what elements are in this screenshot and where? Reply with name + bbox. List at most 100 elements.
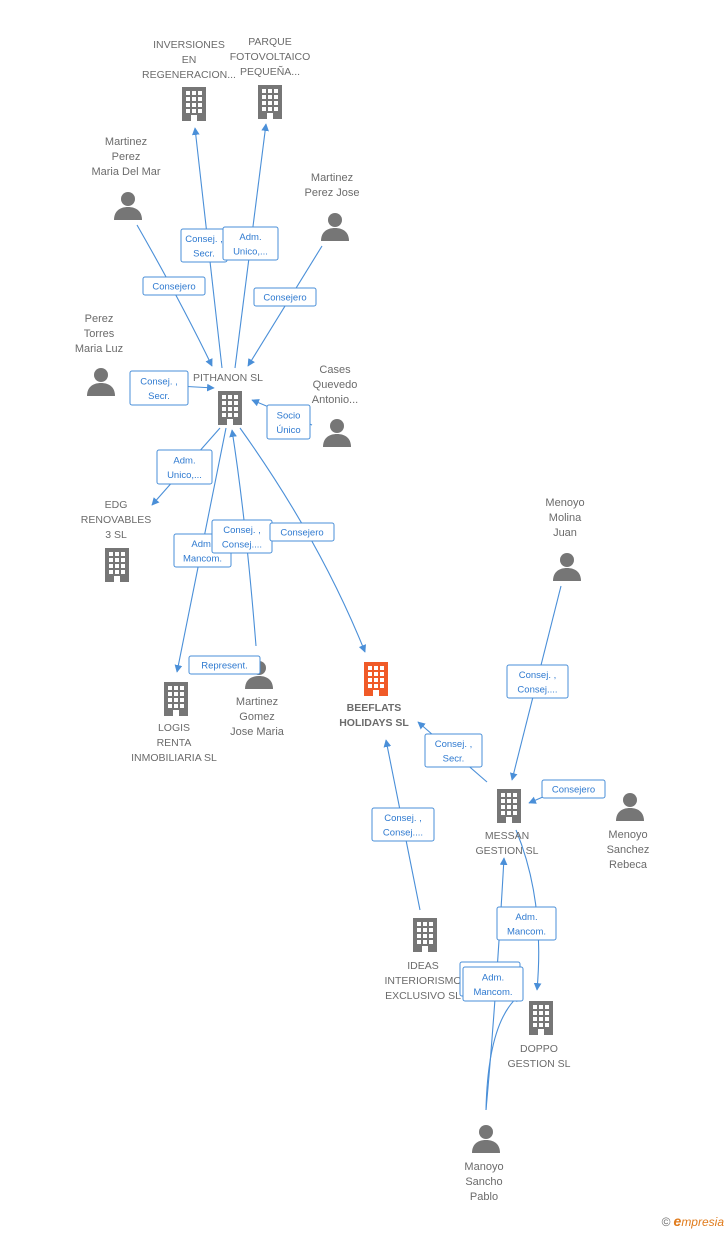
person-icon [472, 1125, 500, 1153]
node-label: Rebeca [609, 859, 648, 871]
node-label: EDG [105, 499, 128, 511]
edge-label-messan-to-beeflats[interactable]: Consej. ,Secr. [424, 733, 483, 768]
edge-label-mg_jose-to-pithanon[interactable]: Consej. ,Consej.... [211, 519, 273, 554]
node-pithanon[interactable]: PITHANON SL [193, 372, 263, 425]
node-label: Maria Del Mar [91, 166, 160, 178]
edge-label-box [424, 733, 483, 768]
node-label: PEQUEÑA... [240, 65, 300, 78]
edge-label-text: Adm. [173, 455, 195, 466]
edge-label-mp_maria-to-pithanon[interactable]: Consejero [142, 276, 206, 296]
edge-label-box [129, 370, 189, 406]
edge-label-box [253, 287, 317, 307]
node-label: Quevedo [313, 379, 358, 391]
main-company-icon [364, 662, 388, 696]
node-label: INMOBILIARIA SL [131, 752, 217, 764]
edge-label-text: Único [276, 425, 300, 436]
node-label: Sancho [465, 1176, 502, 1188]
edge-label-pithanon-to-parque[interactable]: Adm.Unico,... [222, 226, 279, 261]
edge-label-text: Socio [277, 410, 301, 421]
edge-label-pithanon-to-edg[interactable]: Adm.Unico,... [156, 449, 213, 485]
edge-label-mg_jose-to-logis[interactable]: Represent. [188, 655, 261, 675]
edge-label-manoyo-to-doppo[interactable]: Adm.Mancom. [462, 966, 524, 1002]
node-label: Pablo [470, 1191, 498, 1203]
edge-label-box [188, 655, 261, 675]
node-label: Martinez [311, 172, 353, 184]
node-label: Perez Jose [304, 187, 359, 199]
node-label: MESSAN [485, 830, 529, 842]
node-label: Torres [84, 328, 115, 340]
edge-label-text: Consej. , [384, 813, 422, 824]
node-label: Menoyo [608, 829, 647, 841]
node-messan[interactable]: MESSAN GESTION SL [475, 789, 539, 857]
edge-label-pithanon-to-inversiones[interactable]: Consej. ,Secr. [180, 228, 228, 263]
edge-manoyo-to-doppo [485, 994, 521, 1111]
node-label: Sanchez [607, 844, 650, 856]
node-label: Martinez [105, 136, 147, 148]
edge-label-menoyo_rebeca-to-messan[interactable]: Consejero [541, 779, 606, 799]
brand-initial: e [673, 1213, 682, 1229]
node-label: IDEAS [407, 960, 439, 972]
nodes: INVERSIONES EN REGENERACION...PARQUEFOTOVO… [75, 36, 650, 1203]
building-icon [529, 1001, 553, 1035]
copyright-icon: © [661, 1215, 671, 1229]
edge-label-pithanon-to-beeflats[interactable]: Consejero [269, 522, 335, 542]
node-label: Perez [85, 313, 114, 325]
node-label: BEEFLATS [347, 702, 402, 714]
node-label: Gomez [239, 711, 274, 723]
edge-label-text: Consejero [280, 528, 323, 539]
building-icon [105, 548, 129, 582]
edge-label-text: Consej.... [222, 539, 262, 550]
edge-label-perez_torres-to-pithanon[interactable]: Consej. ,Secr. [129, 370, 189, 406]
edge-label-box [496, 906, 557, 941]
node-inversiones[interactable]: INVERSIONES EN REGENERACION... [142, 39, 236, 121]
person-icon [87, 368, 115, 396]
node-label: GESTION SL [475, 845, 538, 857]
edge-label-text: Consej. , [185, 234, 223, 245]
node-parque[interactable]: PARQUEFOTOVOLTAICOPEQUEÑA... [230, 36, 311, 119]
edge-labels: Consej. ,Secr.Adm.Unico,...ConsejeroCons… [129, 226, 606, 1002]
node-label: EN [182, 54, 197, 66]
edge-label-box [266, 404, 311, 440]
node-label: Martinez [236, 696, 278, 708]
edge-messan-to-doppo [515, 829, 542, 991]
brand-name: mpresia [681, 1215, 724, 1229]
building-icon [218, 391, 242, 425]
edge-label-text: Consej. , [435, 739, 473, 750]
edge-label-messan-to-doppo[interactable]: Adm.Mancom. [496, 906, 557, 941]
edge-label-ideas-to-beeflats[interactable]: Consej. ,Consej.... [371, 807, 435, 842]
node-label: Maria Luz [75, 343, 123, 355]
node-label: LOGIS [158, 722, 190, 734]
person-icon [114, 192, 142, 220]
building-icon [164, 682, 188, 716]
node-cases[interactable]: CasesQuevedoAntonio... [312, 364, 358, 447]
node-label: PITHANON SL [193, 372, 263, 384]
node-label: Jose Maria [230, 726, 285, 738]
edge-label-mp_jose-to-pithanon[interactable]: Consejero [253, 287, 317, 307]
node-label: Antonio... [312, 394, 358, 406]
node-label: REGENERACION... [142, 69, 236, 81]
brand-footer[interactable]: ©empresia [662, 1213, 724, 1229]
person-icon [321, 213, 349, 241]
person-icon [616, 793, 644, 821]
node-label: INVERSIONES [153, 39, 225, 51]
edge-label-text: Adm. [482, 972, 504, 983]
edge-label-box [462, 966, 524, 1002]
node-label: EXCLUSIVO SL [385, 990, 461, 1002]
building-icon [497, 789, 521, 823]
edge-label-menoyo_juan-to-messan[interactable]: Consej. ,Consej.... [506, 664, 569, 699]
edge-mp_maria-to-pithanon [136, 224, 213, 367]
